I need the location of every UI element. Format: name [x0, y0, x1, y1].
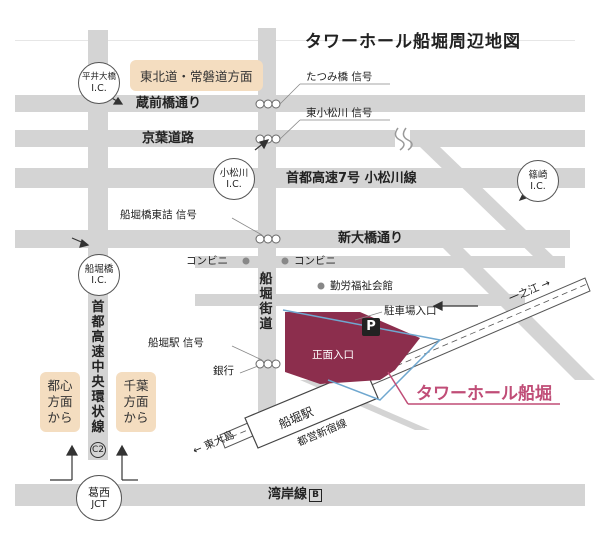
label-conbini-2: コンビニ: [294, 255, 336, 267]
road-keiyo: [15, 130, 395, 147]
label-conbini-1: コンビニ: [186, 255, 228, 267]
parking-icon: P: [362, 318, 380, 336]
direction-toshin: 都心方面から: [40, 372, 80, 432]
label-funabori-kaido: 船堀街道: [259, 272, 273, 332]
signal-higashikomatsugawa: 東小松川 信号: [306, 107, 373, 119]
label-tower-hall: タワーホール船堀: [416, 384, 552, 404]
signal-funabori-higashi: 船堀橋東詰 信号: [120, 209, 197, 221]
road-shinohashi: [15, 230, 570, 248]
label-bank: 銀行: [213, 365, 234, 377]
label-roudou: 勤労福祉会館: [330, 280, 393, 292]
direction-tohoku: 東北道・常磐道方面: [130, 60, 263, 91]
label-shuto7: 首都高速7号 小松川線: [286, 171, 417, 186]
label-kuramaebashi: 蔵前橋通り: [136, 96, 202, 111]
label-main-entrance: 正面入口: [312, 349, 354, 361]
station-platform: [244, 367, 379, 449]
railway: [219, 277, 591, 449]
road-shuto7: [15, 168, 585, 188]
label-chuo-kanjo-num: C2: [90, 442, 106, 458]
label-chuo-kanjo: 首都高速中央環状線: [91, 300, 105, 435]
signal-funabori-eki: 船堀駅 信号: [148, 337, 204, 349]
road-kuramaebashi: [15, 95, 585, 112]
direction-chiba: 千葉方面から: [116, 372, 156, 432]
signal-tatsumibashi: たつみ橋 信号: [306, 71, 373, 83]
road-funabori-kaido: [258, 28, 276, 418]
signal-markers: [255, 99, 281, 369]
map-title: タワーホール船堀周辺地図: [305, 32, 521, 52]
label-parking-entrance: 駐車場入口: [384, 305, 437, 317]
minor-streets: [15, 40, 575, 41]
road-wangan: [15, 484, 585, 506]
label-shinohashi: 新大橋通り: [338, 231, 404, 246]
label-keiyo: 京葉道路: [142, 131, 195, 146]
